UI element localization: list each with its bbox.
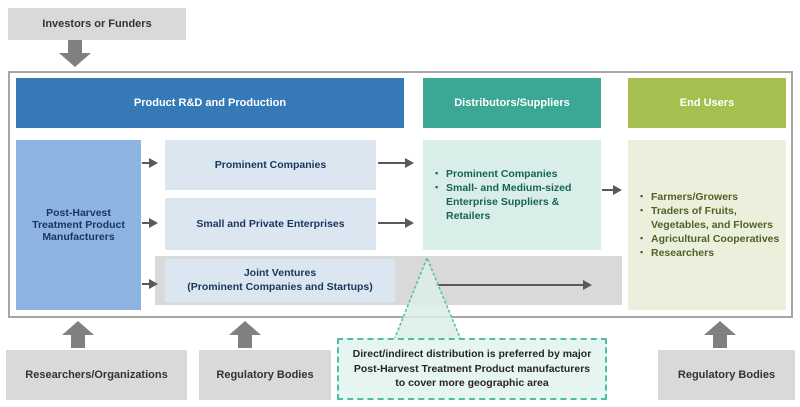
arrow-head [62,321,94,335]
small-private-enterprises-box: Small and Private Enterprises [165,198,376,250]
regulatory-bodies-left-label: Regulatory Bodies [216,369,314,381]
arrow-head [229,321,261,335]
callout-pointer [392,256,463,341]
arrow-up-icon [62,321,94,348]
header-product-rnd: Product R&D and Production [16,78,404,128]
researchers-organizations-label: Researchers/Organizations [25,369,168,381]
list-item: Researchers [640,246,780,260]
list-item: Agricultural Cooperatives [640,232,780,246]
list-item: Farmers/Growers [640,190,780,204]
arrow-right-icon [142,279,158,289]
regulatory-bodies-right-box: Regulatory Bodies [658,350,795,400]
joint-ventures-box: Joint Ventures (Prominent Companies and … [165,259,395,302]
header-end-users: End Users [628,78,786,128]
researchers-organizations-box: Researchers/Organizations [6,350,187,400]
list-item: Prominent Companies [435,167,593,181]
prominent-companies-box: Prominent Companies [165,140,376,190]
arrow-stem [238,335,252,348]
arrow-up-icon [229,321,261,348]
joint-ventures-line2: (Prominent Companies and Startups) [187,280,373,293]
arrow-stem [71,335,85,348]
arrow-right-icon [435,280,592,290]
end-users-box: Farmers/GrowersTraders of Fruits, Vegeta… [628,140,786,310]
end-users-list: Farmers/GrowersTraders of Fruits, Vegeta… [640,190,780,261]
arrow-right-icon [378,158,414,168]
arrow-down-icon [59,40,91,67]
manufacturers-box: Post-Harvest Treatment Product Manufactu… [16,140,141,310]
header-distributors-label: Distributors/Suppliers [454,97,570,109]
header-distributors: Distributors/Suppliers [423,78,601,128]
regulatory-bodies-left-box: Regulatory Bodies [199,350,331,400]
arrow-right-icon [142,158,158,168]
list-item: Traders of Fruits, Vegetables, and Flowe… [640,204,780,232]
investors-box: Investors or Funders [8,8,186,40]
investors-label: Investors or Funders [42,18,152,30]
prominent-companies-label: Prominent Companies [214,159,327,171]
callout-note: Direct/indirect distribution is preferre… [337,338,607,400]
arrow-right-icon [378,218,414,228]
joint-ventures-line1: Joint Ventures [243,266,317,279]
arrow-right-icon [602,185,622,195]
list-item: Small- and Medium-sized Enterprise Suppl… [435,181,593,224]
arrow-head [59,53,91,67]
arrow-stem [713,335,727,348]
callout-text: Direct/indirect distribution is preferre… [352,347,592,390]
small-private-enterprises-label: Small and Private Enterprises [196,218,345,230]
arrow-up-icon [704,321,736,348]
arrow-right-icon [142,218,158,228]
arrow-head [704,321,736,335]
header-product-rnd-label: Product R&D and Production [133,97,287,109]
regulatory-bodies-right-label: Regulatory Bodies [677,369,776,381]
manufacturers-label: Post-Harvest Treatment Product Manufactu… [32,207,125,243]
header-end-users-label: End Users [679,97,735,109]
arrow-stem [68,40,82,53]
